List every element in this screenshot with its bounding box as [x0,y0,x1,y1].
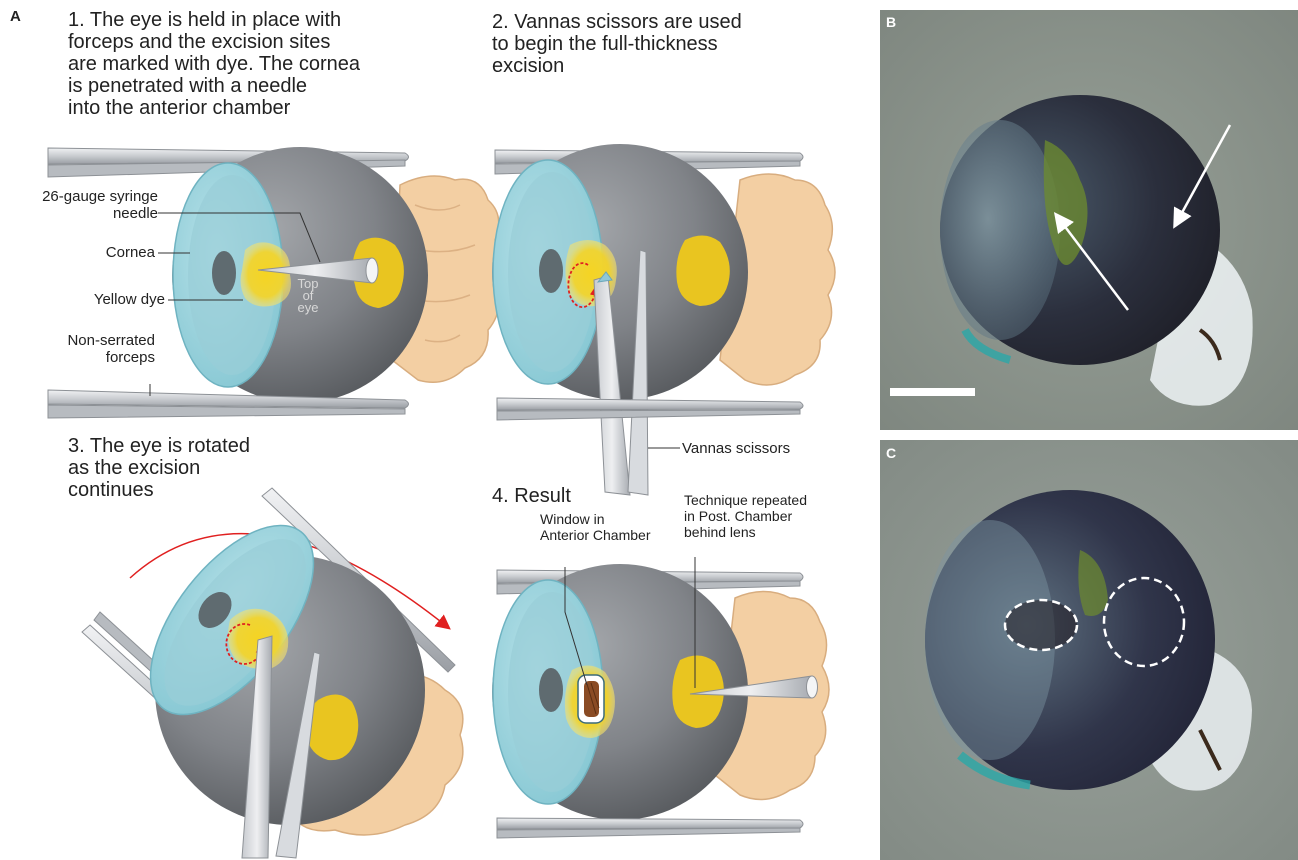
cornea-label: Cornea [60,244,155,261]
step2-title: 2. Vannas scissors are used to begin the… [492,11,822,77]
dye-spot-2 [676,235,729,306]
step4-illustration [492,557,829,838]
dye-spot-1 [241,242,291,306]
anterior-window-icon [565,665,615,738]
photo-b [880,10,1298,430]
step4-title: 4. Result [492,485,692,507]
top-of-eye-label: Top of eye [288,278,328,314]
scale-bar [890,388,975,396]
step3-title: 3. The eye is rotated as the excision co… [68,435,368,501]
step3-illustration [82,488,463,858]
dye-label: Yellow dye [40,291,165,308]
forceps-label: Non-serrated forceps [30,332,155,366]
forceps-lower-icon [48,390,409,418]
panel-c-letter: C [886,445,896,461]
schematic-diagram [0,0,870,860]
photo-c [880,440,1298,860]
scissors-label: Vannas scissors [682,440,822,457]
repeated-label: Technique repeated in Post. Chamber behi… [684,492,854,540]
panel-b-letter: B [886,14,896,30]
needle-label: 26-gauge syringe needle [8,188,158,222]
step1-title: 1. The eye is held in place with forceps… [68,9,448,119]
window-label: Window in Anterior Chamber [540,511,690,543]
